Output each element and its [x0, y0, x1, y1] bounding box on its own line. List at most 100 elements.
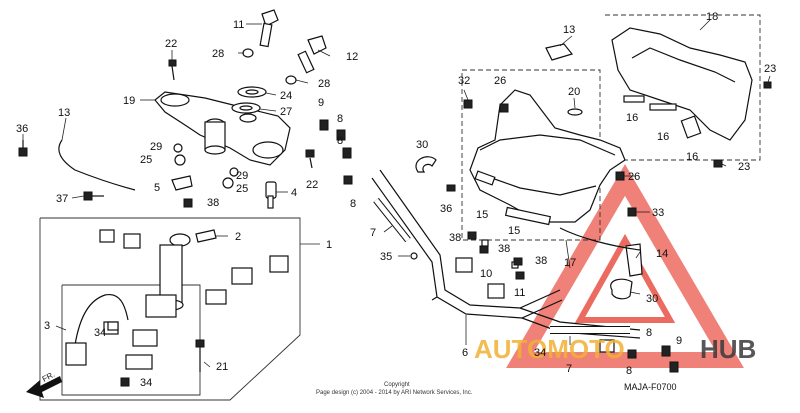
- stay-14: [625, 243, 643, 277]
- callout-15-left: 15: [476, 209, 488, 221]
- callout-11-right: 12: [346, 51, 358, 63]
- callout-37: 38: [207, 197, 219, 209]
- watermark-triangle-outer: [506, 164, 744, 368]
- bolt-36-top: [18, 140, 28, 157]
- callout-35: 36: [440, 203, 452, 215]
- callout-8-e: 8: [626, 365, 632, 377]
- callout-31-right: 33: [652, 207, 664, 219]
- callout-10-upper: 10: [480, 268, 492, 280]
- screw-31-left: [463, 99, 473, 109]
- callout-22-top: 22: [165, 38, 177, 50]
- watermark-logo: [506, 164, 744, 368]
- screw-35: [446, 184, 456, 192]
- ignition-group-frame: [39, 217, 301, 401]
- callout-5: 5: [154, 182, 160, 194]
- callout-38-b: 38: [498, 243, 510, 255]
- callout-10-lower: 11: [514, 287, 525, 299]
- callout-15-right: 15: [508, 225, 520, 237]
- switch-harness-3: [65, 293, 158, 370]
- lock-cylinders: [99, 229, 289, 305]
- ignition-switch-2: [145, 229, 217, 318]
- bolt-23-top: [763, 81, 772, 89]
- callout-23-top: 23: [764, 63, 776, 75]
- callout-25-left: 25: [140, 154, 152, 166]
- cowl-stay-18: [611, 27, 753, 141]
- leader-lines: [22, 19, 771, 368]
- callout-16-a: 16: [626, 112, 638, 124]
- callout-8-d: 8: [646, 327, 652, 339]
- bolts-8-9-left: [319, 119, 353, 185]
- callout-27: 27: [280, 106, 292, 118]
- callout-21: 21: [216, 361, 228, 373]
- callout-34-left: 35: [380, 251, 392, 263]
- callout-36-top: 36: [16, 123, 28, 135]
- switch-subgroup-frame: [61, 284, 201, 396]
- bolts-8-9-right: [599, 339, 679, 373]
- callout-9-right: 9: [676, 335, 682, 347]
- stem-bolt-11-left: [259, 9, 279, 48]
- callout-7-lower: 7: [566, 363, 572, 375]
- callout-20: 20: [568, 86, 580, 98]
- callout-8-c: 8: [350, 198, 356, 210]
- washer-29-left: [173, 143, 183, 153]
- bolt-23-bottom: [713, 159, 723, 168]
- callout-26-left: 26: [494, 75, 506, 87]
- callout-29-right: 29: [236, 170, 248, 182]
- watermark-text: AUTOMOTO HUB: [474, 334, 756, 364]
- key-4: [265, 181, 277, 209]
- callout-36-bottom: 37: [56, 193, 68, 205]
- callout-1: 1: [326, 239, 332, 251]
- stem-bolt-11-right: [297, 35, 327, 74]
- top-bridge: [154, 91, 291, 166]
- callout-30-lower: 30: [646, 293, 658, 305]
- callout-12-label: 13: [58, 107, 70, 119]
- bolt-36-bottom: [83, 191, 104, 201]
- washer-24-hole: [245, 89, 259, 95]
- callout-28-right: 28: [318, 78, 330, 90]
- callout-29-left: 29: [150, 141, 162, 153]
- diagram-code: MAJA-F0700: [624, 382, 677, 392]
- callout-9-left: 9: [318, 97, 324, 109]
- washer-27-hole: [239, 105, 253, 111]
- callout-13-number: 13: [563, 24, 575, 36]
- stay-17: [559, 227, 641, 251]
- screw-26-left: [499, 103, 509, 113]
- screw-26-right: [615, 171, 625, 181]
- screw-33: [120, 377, 130, 387]
- bolt-22-right: [305, 149, 315, 169]
- screw-31-right: [627, 207, 637, 217]
- clamp-30-upper: [415, 156, 437, 173]
- clamp-30-lower: [610, 278, 633, 300]
- upper-cowl: [469, 89, 626, 226]
- cable-guide-12: [58, 139, 136, 191]
- callout-31-left: 32: [458, 75, 470, 87]
- bolt-22-top: [168, 59, 177, 81]
- handle-weight-7-upper: [373, 197, 411, 243]
- callout-33: 34: [140, 377, 152, 389]
- callout-4: 4: [291, 187, 297, 199]
- watermark-triangle-inner: [574, 233, 676, 323]
- callout-14: 14: [656, 248, 668, 260]
- clamp-5: [171, 175, 193, 191]
- washer-29-right: [229, 167, 239, 177]
- clip-32: [107, 321, 119, 331]
- callout-17: 17: [564, 257, 576, 269]
- front-direction-arrow: [26, 376, 62, 398]
- callout-18: 18: [706, 11, 718, 23]
- callout-8-b: 8: [337, 135, 343, 147]
- callout-19: 19: [123, 95, 135, 107]
- copyright-line-2: Page design (c) 2004 - 2014 by ARI Netwo…: [316, 390, 473, 396]
- washer-34-left: [410, 252, 418, 260]
- callout-2: 2: [235, 231, 241, 243]
- callout-32: 34: [94, 327, 106, 339]
- nut-28-right: [285, 75, 297, 85]
- callout-8-a: 8: [337, 113, 343, 125]
- bolts-38: [467, 231, 525, 280]
- collar-25-left: [174, 154, 186, 166]
- nut-28-left: [242, 48, 254, 58]
- callout-38-c: 38: [535, 255, 547, 267]
- bolt-21: [195, 339, 205, 372]
- screw-37: [183, 198, 193, 208]
- clip-13: [545, 43, 574, 61]
